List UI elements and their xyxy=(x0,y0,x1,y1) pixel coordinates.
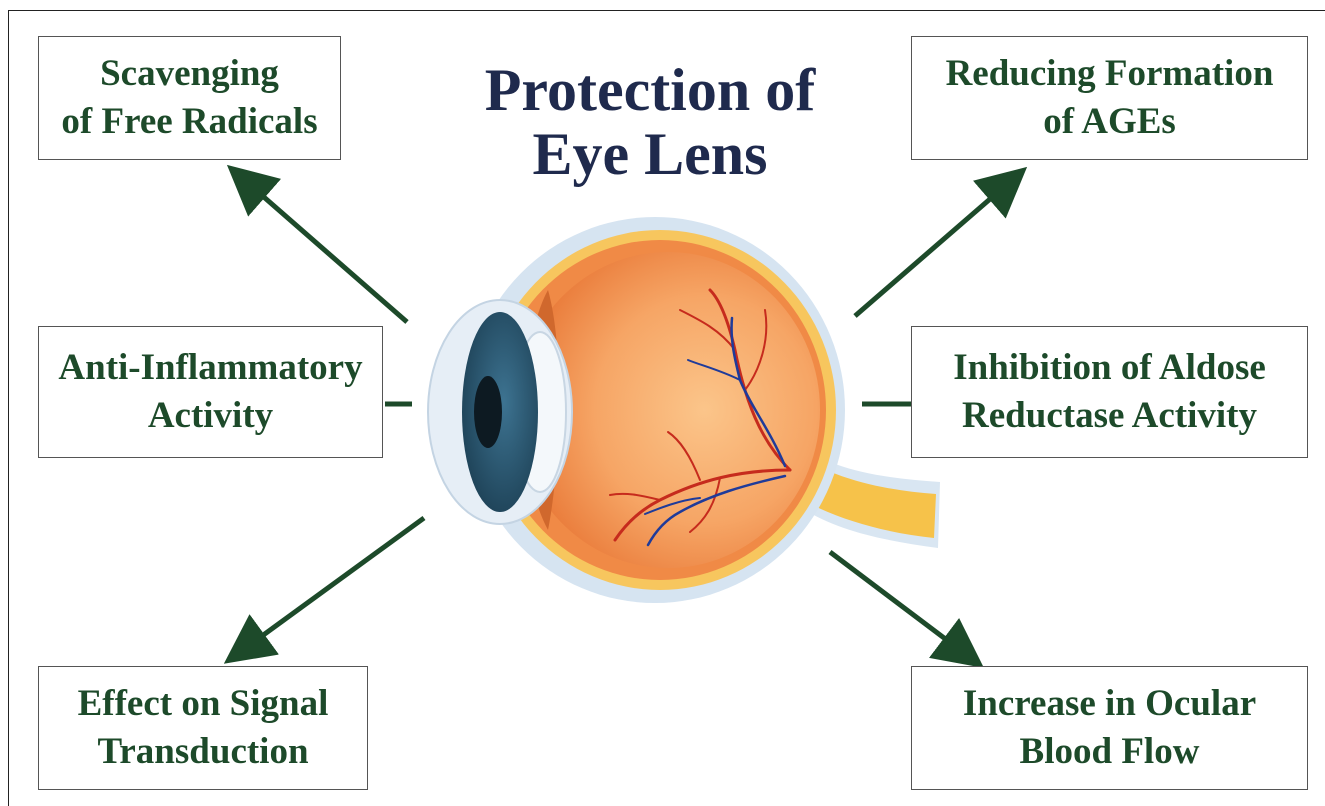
box-anti-inflammatory-line-1: Anti-Inflammatory xyxy=(39,344,382,392)
box-inhibition-aldose-reductase: Inhibition of Aldose Reductase Activity xyxy=(911,326,1308,458)
arrow-to-scavenging xyxy=(242,178,407,322)
box-blood-flow-line-2: Blood Flow xyxy=(912,728,1307,776)
box-aldose-line-1: Inhibition of Aldose xyxy=(912,344,1307,392)
arrow-to-reducing-ages xyxy=(855,180,1012,316)
arrow-to-signal-transduction xyxy=(240,518,424,652)
box-reducing-formation-ages: Reducing Formation of AGEs xyxy=(911,36,1308,160)
box-scavenging-line-2: of Free Radicals xyxy=(39,98,340,146)
box-scavenging-free-radicals: Scavenging of Free Radicals xyxy=(38,36,341,160)
box-signal-line-1: Effect on Signal xyxy=(39,680,367,728)
box-anti-inflammatory-activity: Anti-Inflammatory Activity xyxy=(38,326,383,458)
box-scavenging-line-1: Scavenging xyxy=(39,50,340,98)
box-blood-flow-line-1: Increase in Ocular xyxy=(912,680,1307,728)
pupil xyxy=(474,376,502,448)
box-ages-line-2: of AGEs xyxy=(912,98,1307,146)
box-aldose-line-2: Reductase Activity xyxy=(912,392,1307,440)
eyeball-cross-section-icon xyxy=(428,217,940,603)
box-effect-on-signal-transduction: Effect on Signal Transduction xyxy=(38,666,368,790)
box-increase-ocular-blood-flow: Increase in Ocular Blood Flow xyxy=(911,666,1308,790)
arrow-to-ocular-blood-flow xyxy=(830,552,968,656)
box-anti-inflammatory-line-2: Activity xyxy=(39,392,382,440)
box-signal-line-2: Transduction xyxy=(39,728,367,776)
box-ages-line-1: Reducing Formation xyxy=(912,50,1307,98)
